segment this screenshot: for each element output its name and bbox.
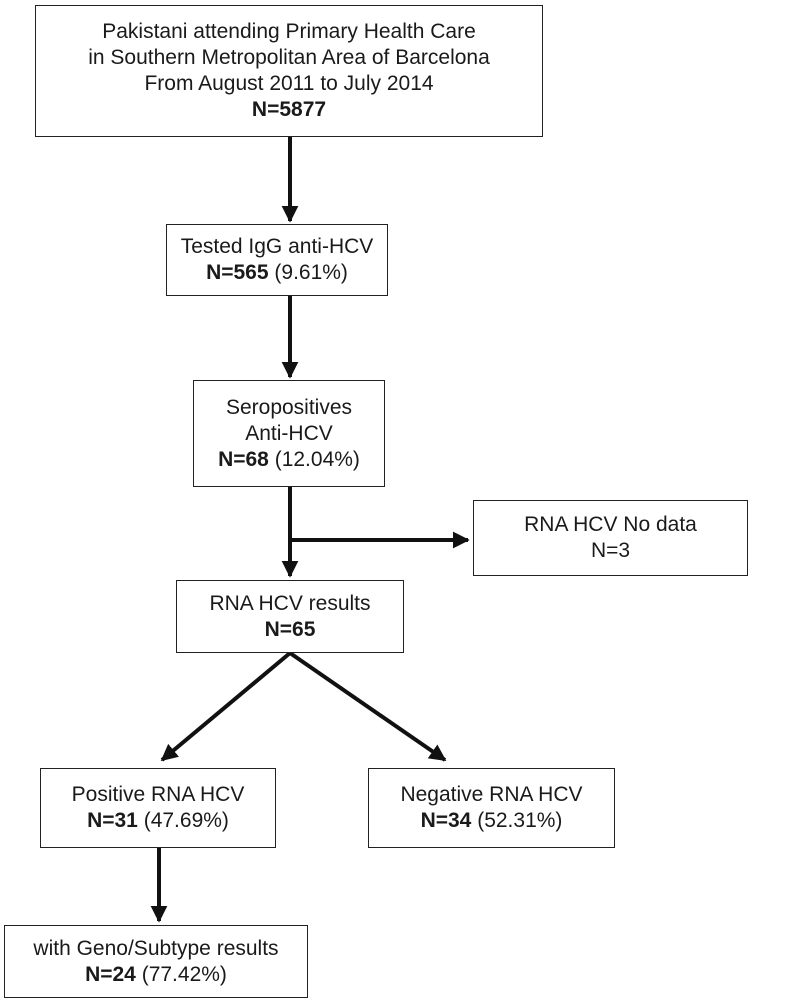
box-rna-results: RNA HCV results N=65 xyxy=(176,580,404,653)
genotype-count-line: N=24 (77.42%) xyxy=(85,962,227,988)
arrow-rna-to-negative xyxy=(288,651,447,762)
box-negative-rna: Negative RNA HCV N=34 (52.31%) xyxy=(368,768,615,848)
negative-label: Negative RNA HCV xyxy=(400,783,583,806)
box-tested: Tested IgG anti-HCV N=565 (9.61%) xyxy=(166,224,388,296)
positive-count-line: N=31 (47.69%) xyxy=(87,808,229,834)
positive-count: N=31 xyxy=(87,809,138,832)
box-rna-no-data: RNA HCV No data N=3 xyxy=(473,500,748,576)
rna-results-count: N=65 xyxy=(264,617,316,641)
box-seropositive: Seropositives Anti-HCV N=68 (12.04%) xyxy=(193,380,385,487)
seropositive-count-line: N=68 (12.04%) xyxy=(218,447,360,473)
genotype-label: with Geno/Subtype results xyxy=(33,936,279,960)
population-count: N=5877 xyxy=(251,98,327,121)
tested-label: Tested IgG anti-HCV xyxy=(180,235,374,258)
box-population: Pakistani attending Primary Health Care … xyxy=(35,5,543,137)
negative-percent: (52.31%) xyxy=(477,809,563,832)
negative-count-line: N=34 (52.31%) xyxy=(421,808,563,834)
population-line-3: From August 2011 to July 2014 xyxy=(144,72,434,95)
seropositive-line-2: Anti-HCV xyxy=(245,421,333,445)
no-data-label: RNA HCV No data xyxy=(524,513,697,536)
rna-results-label: RNA HCV results xyxy=(209,591,371,615)
seropositive-line-1: Seropositives xyxy=(225,395,353,419)
genotype-percent: (77.42%) xyxy=(141,962,227,986)
genotype-count: N=24 xyxy=(85,962,136,986)
population-line-2: in Southern Metropolitan Area of Barcelo… xyxy=(88,46,490,69)
box-genotype-results: with Geno/Subtype results N=24 (77.42%) xyxy=(4,925,308,998)
tested-percent: (9.61%) xyxy=(274,261,348,284)
population-line-1: Pakistani attending Primary Health Care xyxy=(102,20,476,43)
tested-count: N=565 xyxy=(206,261,269,284)
positive-percent: (47.69%) xyxy=(143,809,229,832)
arrow-rna-to-positive xyxy=(160,651,292,762)
box-positive-rna: Positive RNA HCV N=31 (47.69%) xyxy=(40,768,276,848)
negative-count: N=34 xyxy=(420,809,472,832)
seropositive-count: N=68 xyxy=(218,447,269,471)
positive-label: Positive RNA HCV xyxy=(71,783,245,806)
tested-count-line: N=565 (9.61%) xyxy=(206,260,348,286)
seropositive-percent: (12.04%) xyxy=(274,447,360,471)
no-data-count: N=3 xyxy=(590,539,631,562)
